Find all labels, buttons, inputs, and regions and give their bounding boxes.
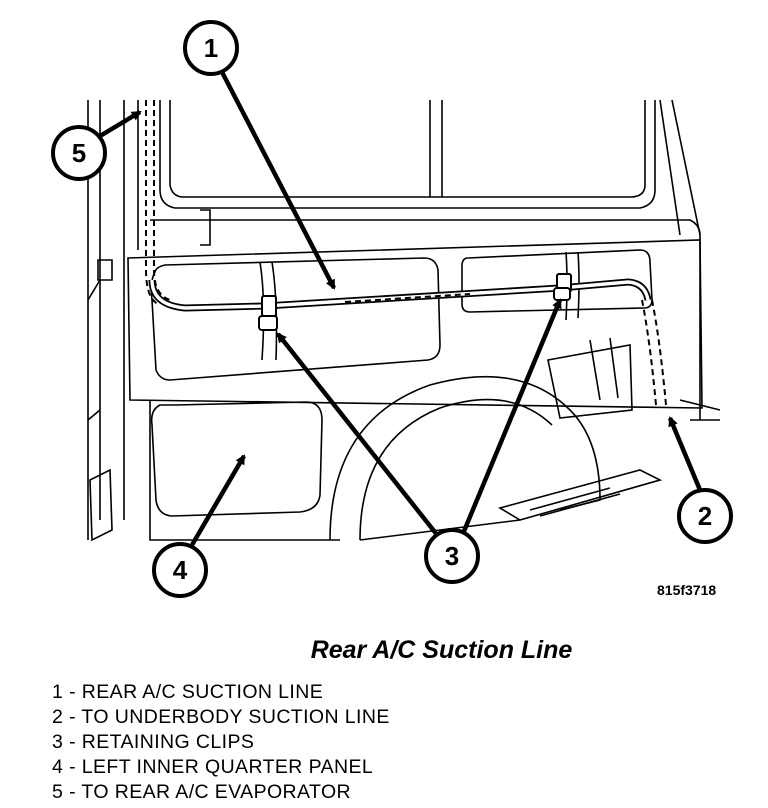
callout-3-label: 3 [445,541,459,571]
legend-item: 3 - RETAINING CLIPS [52,731,255,753]
callout-2: 2 [677,488,733,544]
retaining-clip-left [258,295,278,331]
figure-id: 815f3718 [657,582,717,598]
callout-5-label: 5 [72,138,86,168]
callout-5: 5 [51,125,107,181]
legend-item: 1 - REAR A/C SUCTION LINE [52,681,324,703]
suction-line-hidden-sections [145,100,667,406]
callout-1: 1 [183,20,239,76]
legend-item: 2 - TO UNDERBODY SUCTION LINE [52,706,390,728]
callout-3: 3 [424,528,480,584]
legend-item: 4 - LEFT INNER QUARTER PANEL [52,756,374,778]
callout-4: 4 [152,542,208,598]
leader-line-5 [98,110,142,138]
legend: 1 - REAR A/C SUCTION LINE 2 - TO UNDERBO… [52,680,390,805]
retaining-clip-right [553,273,572,301]
suction-line [148,278,652,312]
leader-line-3a [276,332,440,538]
leader-line-1 [220,70,336,290]
leader-line-3b [459,298,563,537]
legend-item: 5 - TO REAR A/C EVAPORATOR [52,781,352,803]
leader-line-4 [190,454,246,547]
suction-line-diagram: 1 2 3 4 5 [51,20,733,598]
callout-2-label: 2 [698,501,712,531]
vehicle-body-lineart [87,99,721,542]
figure-caption: Rear A/C Suction Line [310,636,573,664]
callout-1-label: 1 [204,33,218,63]
leader-lines [98,70,703,547]
leader-line-2 [667,416,703,491]
callout-4-label: 4 [173,555,188,585]
